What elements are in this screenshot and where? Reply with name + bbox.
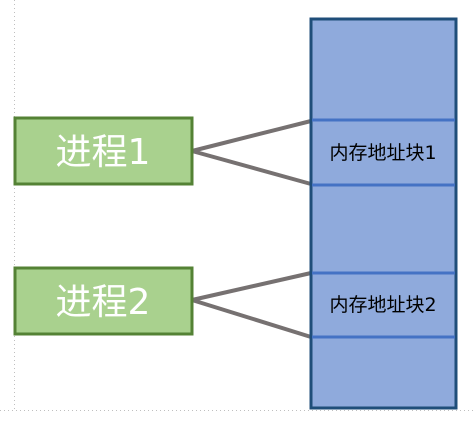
- memory-column-rect: [309, 17, 458, 410]
- process1-box: [13, 116, 194, 186]
- connector-process1-bottom: [191, 149, 312, 186]
- connector-process2-top: [191, 271, 312, 302]
- connector-process1-top: [191, 119, 312, 153]
- memory-column: 内存地址块1 内存地址块2: [309, 17, 458, 410]
- process1-label: 进程1: [56, 132, 151, 173]
- process2-node: 进程2: [13, 266, 194, 336]
- process2-label: 进程2: [56, 282, 151, 323]
- process2-box: [13, 266, 194, 336]
- process1-node: 进程1: [13, 116, 194, 186]
- connector-process2-bottom: [191, 298, 312, 339]
- memory-block1-label: 内存地址块1: [329, 142, 436, 164]
- memory-block2-label: 内存地址块2: [329, 294, 436, 316]
